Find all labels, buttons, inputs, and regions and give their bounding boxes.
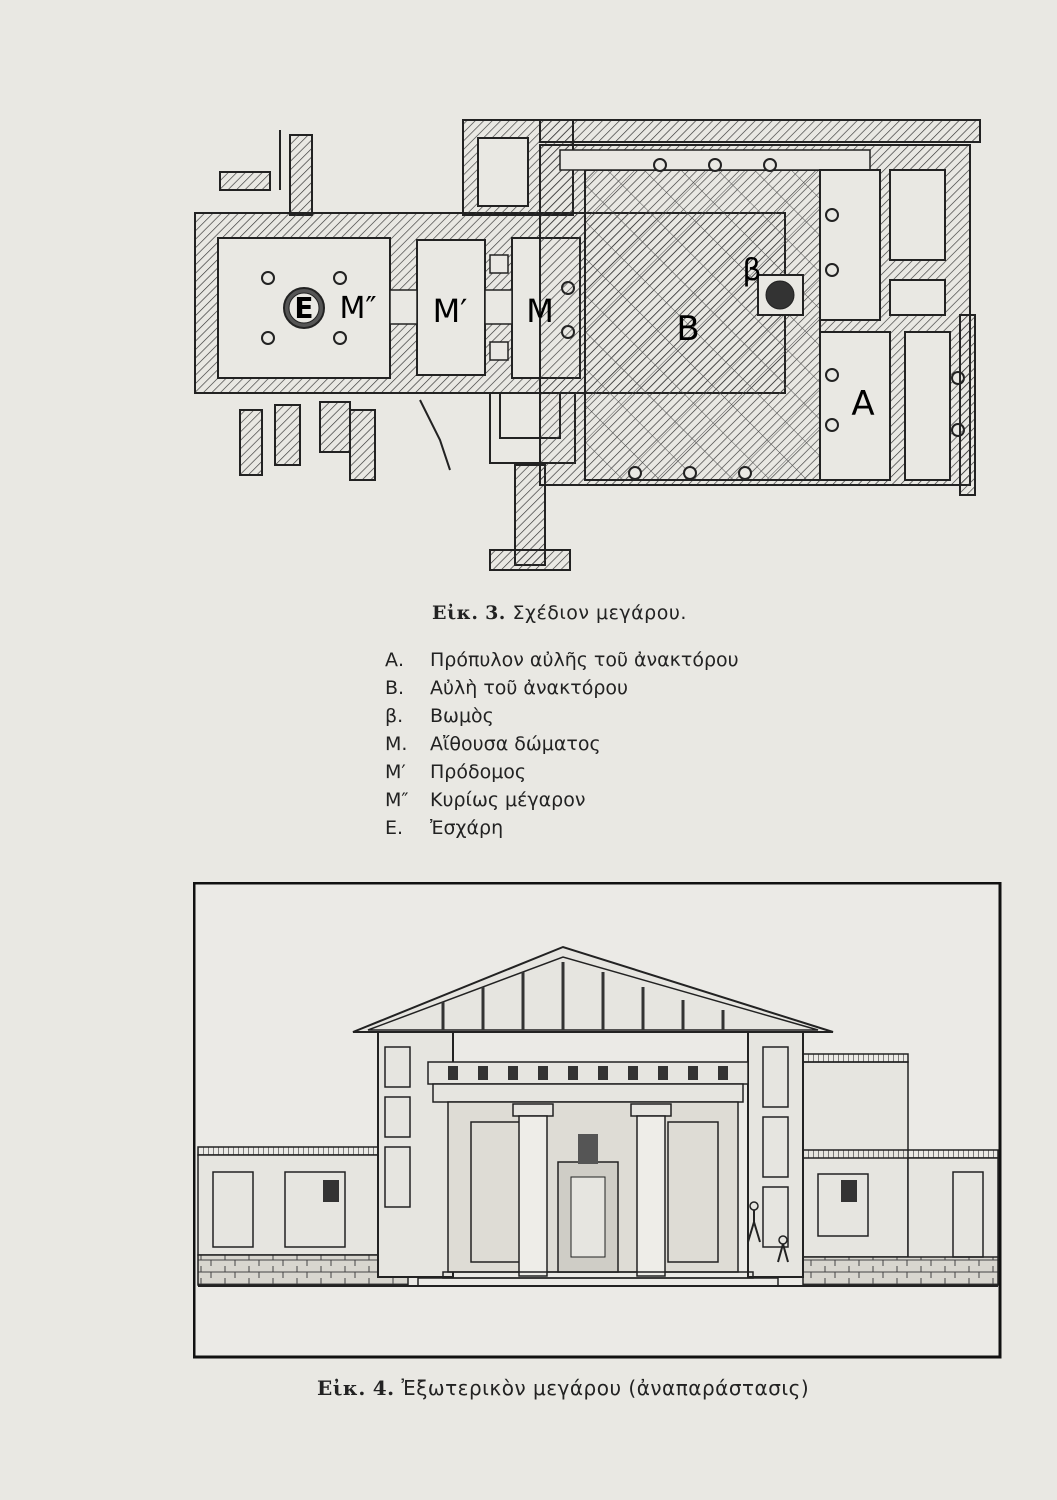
plan-label-a: Α [851, 384, 874, 424]
elevation-svg [192, 881, 1002, 1359]
legend-key: β. [385, 705, 404, 727]
legend-text: Πρόπυλον αὐλῆς τοῦ ἀνακτόρου [430, 649, 739, 671]
legend-row: Μ′ Πρόδομος [385, 758, 739, 786]
legend-text: Κυρίως μέγαρον [430, 789, 586, 811]
figure-3-prefix: Εἰκ. [432, 602, 479, 624]
legend-row: Μ″ Κυρίως μέγαρον [385, 786, 739, 814]
megaron-plan-drawing: Ε Μ″ Μ′ Μ Β β Α [180, 110, 990, 580]
plan-label-beta: β [742, 253, 761, 288]
legend-key: Β. [385, 677, 405, 699]
plan-label-m: Μ [526, 292, 554, 330]
legend-text: Βωμὸς [430, 705, 494, 727]
plan-label-e: Ε [294, 292, 313, 325]
plan-label-m-prime: Μ′ [433, 292, 468, 330]
figure-4-title: Ἐξωτερικὸν μεγάρου (ἀναπαράστασις) [401, 1376, 810, 1400]
legend-row: Μ. Αἴθουσα δώματος [385, 730, 739, 758]
figure-3-caption: Εἰκ. 3. Σχέδιον μεγάρου. [432, 602, 687, 624]
figure-3-number: 3. [485, 602, 506, 624]
legend-key: Μ. [385, 733, 408, 755]
plan-legend: Α. Πρόπυλον αὐλῆς τοῦ ἀνακτόρου Β. Αὐλὴ το… [385, 646, 739, 842]
plan-svg: Ε Μ″ Μ′ Μ Β β Α [194, 119, 981, 571]
plan-label-b: Β [676, 309, 699, 349]
megaron-elevation-drawing [192, 881, 1003, 1360]
figure-4-caption: Εἰκ. 4. Ἐξωτερικὸν μεγάρου (ἀναπαράστασι… [317, 1376, 809, 1400]
altar-mark [765, 280, 795, 310]
legend-row: Α. Πρόπυλον αὐλῆς τοῦ ἀνακτόρου [385, 646, 739, 674]
legend-key: Μ″ [385, 789, 409, 811]
legend-key: Α. [385, 649, 405, 671]
legend-text: Ἐσχάρη [430, 817, 504, 839]
figure-4-number: 4. [372, 1376, 395, 1400]
legend-text: Πρόδομος [430, 761, 527, 783]
legend-key: Μ′ [385, 761, 406, 783]
legend-row: Β. Αὐλὴ τοῦ ἀνακτόρου [385, 674, 739, 702]
legend-text: Αὐλὴ τοῦ ἀνακτόρου [430, 677, 629, 699]
figure-4-prefix: Εἰκ. [317, 1376, 366, 1400]
legend-row: Ε. Ἐσχάρη [385, 814, 739, 842]
plan-label-m-double-prime: Μ″ [339, 291, 376, 326]
legend-row: β. Βωμὸς [385, 702, 739, 730]
figure-3-title: Σχέδιον μεγάρου. [512, 602, 687, 624]
legend-text: Αἴθουσα δώματος [430, 733, 601, 755]
legend-key: Ε. [385, 817, 404, 839]
